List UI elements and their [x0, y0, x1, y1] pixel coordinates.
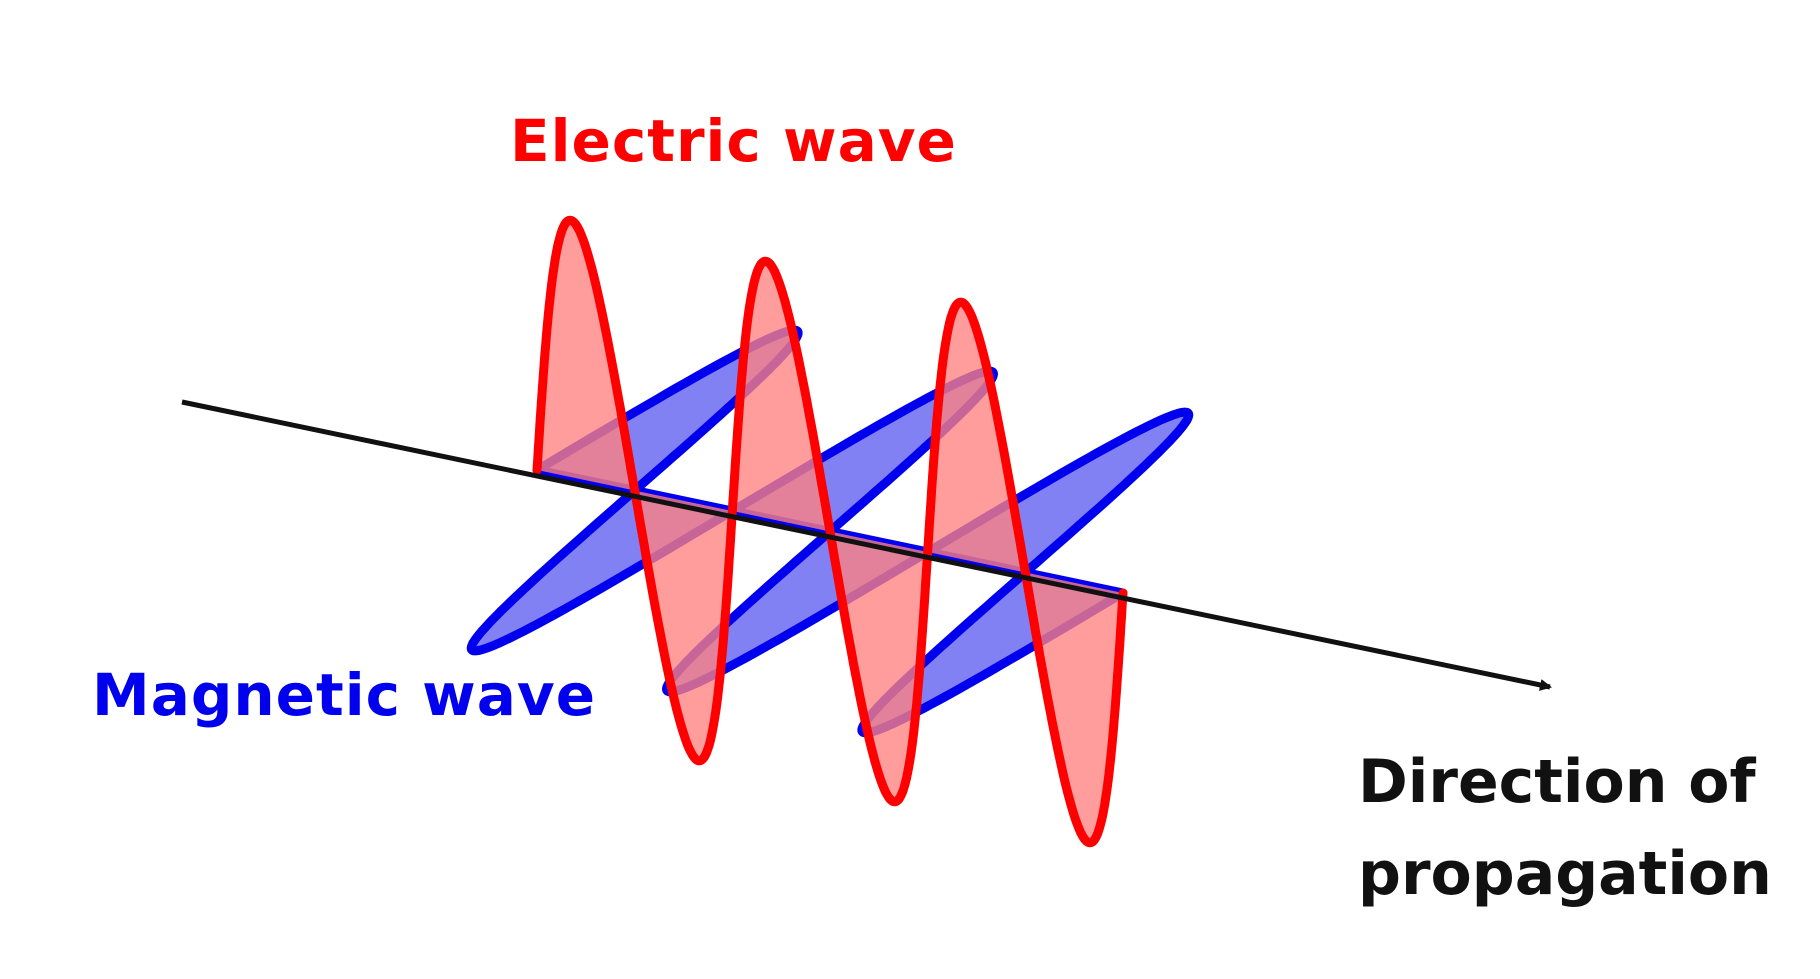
- electric-wave: [532, 215, 1128, 848]
- direction-label-line-1: Direction of: [1358, 747, 1756, 817]
- direction-label-line-2: propagation: [1358, 839, 1772, 909]
- electric-wave-label: Electric wave: [510, 107, 957, 175]
- electric-wave-outline: [532, 215, 1128, 848]
- propagation-axis-arrow: [181, 399, 1552, 691]
- magnetic-wave-label: Magnetic wave: [92, 661, 597, 729]
- direction-of-propagation-label: Direction of propagation: [1358, 736, 1798, 920]
